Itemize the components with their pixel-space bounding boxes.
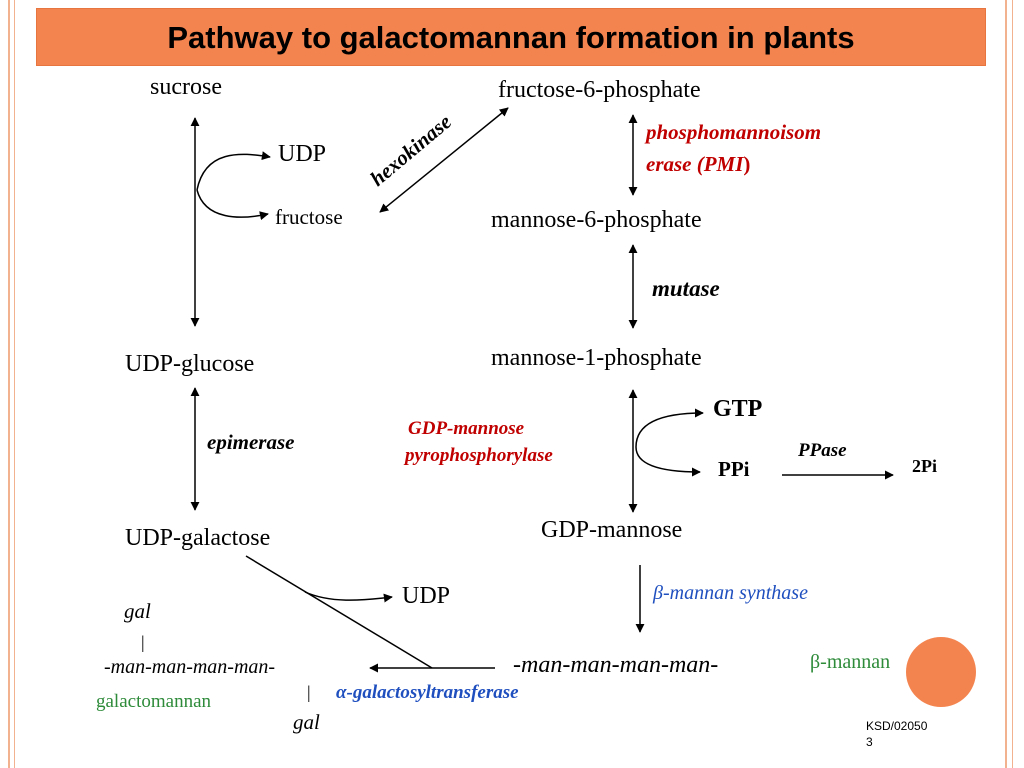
arrow-to-fructose — [196, 189, 269, 221]
label-gal-bar-top: | — [141, 632, 145, 652]
label-fructose: fructose — [275, 205, 343, 229]
label-udp-galactose: UDP-galactose — [125, 525, 271, 551]
label-sucrose: sucrose — [150, 74, 222, 100]
label-beta-mannan: β-mannan — [810, 651, 891, 673]
label-gal-bar-bottom: | — [307, 682, 311, 702]
enzyme-epimerase: epimerase — [207, 430, 295, 454]
enzyme-pmi-abbrev: PMI — [703, 152, 744, 176]
enzyme-gdp-mannose-ppase-line1: GDP-mannose — [408, 418, 525, 439]
label-fructose-6-phosphate: fructose-6-phosphate — [498, 77, 701, 103]
slide-title: Pathway to galactomannan formation in pl… — [167, 20, 855, 55]
label-galactomannan: galactomannan — [96, 691, 212, 712]
label-udp-glucose: UDP-glucose — [125, 351, 255, 377]
label-gdp-mannose: GDP-mannose — [541, 517, 683, 543]
label-mannose-6-phosphate: mannose-6-phosphate — [491, 207, 702, 233]
enzyme-pmi-line2: erase (PMI) — [646, 152, 750, 177]
label-galactomannan-chain: -man-man-man-man- — [104, 656, 276, 678]
enzyme-alpha-galactosyltransferase: α-galactosyltransferase — [336, 682, 519, 703]
enzyme-mutase: mutase — [652, 276, 720, 301]
label-gtp: GTP — [713, 396, 763, 422]
slide-border-right — [1005, 0, 1007, 768]
decorative-circle — [906, 637, 976, 707]
title-bar: Pathway to galactomannan formation in pl… — [36, 8, 986, 66]
footer-code-line2: 3 — [866, 735, 873, 749]
label-ppi: PPi — [718, 457, 750, 481]
label-gal-top: gal — [124, 599, 151, 623]
label-2pi: 2Pi — [912, 456, 937, 476]
label-beta-mannan-chain: -man-man-man-man- — [513, 652, 719, 678]
arrow-to-udp-bottom — [304, 591, 393, 603]
arrow-from-gtp — [635, 408, 704, 448]
footer-code-line1: KSD/02050 — [866, 719, 928, 733]
label-gal-bottom: gal — [293, 710, 320, 734]
arrow-to-udp-top — [196, 151, 271, 191]
arrow-to-ppi — [635, 446, 701, 477]
slide-border-left-inner — [14, 0, 15, 768]
label-udp-bottom: UDP — [402, 583, 451, 609]
enzyme-beta-mannan-synthase: β-mannan synthase — [653, 582, 808, 604]
slide-border-right-inner — [1012, 0, 1013, 768]
label-udp-top: UDP — [278, 141, 327, 167]
enzyme-pmi-line1: phosphomannoisom — [646, 120, 822, 144]
enzyme-gdp-mannose-ppase-line2: pyrophosphorylase — [405, 445, 553, 466]
enzyme-ppase: PPase — [798, 440, 847, 461]
enzyme-pmi-erase: erase ( — [646, 152, 704, 176]
enzyme-pmi-close: ) — [743, 152, 751, 176]
label-mannose-1-phosphate: mannose-1-phosphate — [491, 345, 702, 371]
line-udpgalactose-transfer — [245, 555, 433, 669]
slide-border-left — [8, 0, 10, 768]
arrow-hexokinase — [379, 107, 509, 213]
